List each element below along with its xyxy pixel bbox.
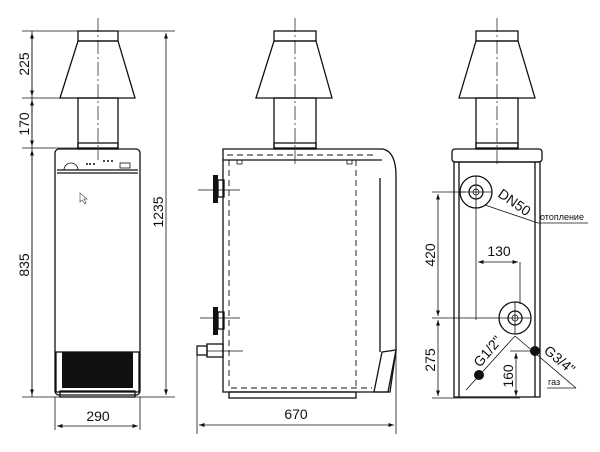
- dim-670: 670: [284, 406, 308, 422]
- side-view: 670: [196, 18, 397, 434]
- label-g34: G3/4": [541, 342, 578, 377]
- rear-view: 420 130 275 160 DN50 отопление G1/2" G3/…: [422, 18, 588, 399]
- dim-170: 170: [16, 112, 32, 136]
- dim-420: 420: [422, 243, 438, 267]
- dim-225: 225: [16, 52, 32, 76]
- dim-275: 275: [422, 348, 438, 372]
- cursor-icon: [79, 192, 88, 205]
- label-heating: отопление: [540, 212, 584, 222]
- dim-1235: 1235: [150, 196, 166, 227]
- label-dn50: DN50: [495, 185, 534, 219]
- dim-290: 290: [86, 408, 110, 424]
- front-view: 225 170 835 1235 290: [16, 18, 175, 430]
- dim-130: 130: [487, 243, 511, 259]
- dim-160: 160: [500, 364, 516, 388]
- label-gas: газ: [548, 377, 560, 387]
- dim-835: 835: [16, 253, 32, 277]
